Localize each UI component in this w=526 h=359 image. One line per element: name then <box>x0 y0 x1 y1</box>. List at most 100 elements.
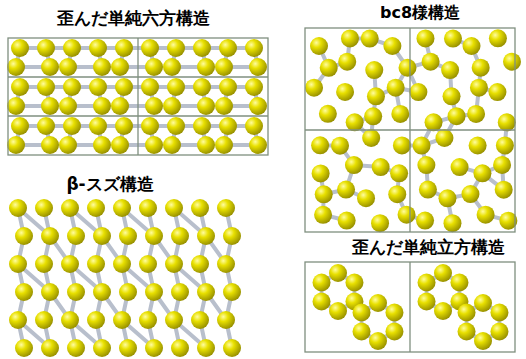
atom <box>115 78 133 96</box>
atom <box>443 87 461 105</box>
atom <box>61 255 79 273</box>
atom <box>249 136 267 154</box>
atom <box>320 59 338 77</box>
atom <box>489 29 507 47</box>
atom <box>215 58 233 76</box>
atom <box>119 283 137 301</box>
beta-tin-panel <box>9 199 241 357</box>
atom <box>312 164 330 182</box>
atom <box>338 53 356 71</box>
atom <box>61 311 79 329</box>
atom <box>346 113 364 131</box>
atom <box>341 29 359 47</box>
atom <box>93 136 111 154</box>
atom <box>387 79 405 97</box>
atom <box>87 255 105 273</box>
atom <box>139 199 157 217</box>
atom <box>314 206 332 224</box>
atom <box>35 199 53 217</box>
atom <box>113 199 131 217</box>
atom <box>338 212 356 230</box>
atom <box>93 339 111 357</box>
cell-line <box>137 38 138 155</box>
atom <box>11 117 29 135</box>
atom <box>477 206 495 224</box>
atom <box>113 255 131 273</box>
atom <box>9 255 27 273</box>
atom <box>197 58 215 76</box>
atom <box>474 294 492 312</box>
hexagonal-panel <box>7 38 268 155</box>
atom <box>372 158 390 176</box>
atom <box>119 227 137 245</box>
atom <box>217 199 235 217</box>
atom <box>441 61 459 79</box>
cell-line <box>409 262 410 352</box>
atom <box>111 97 129 115</box>
atom <box>364 107 382 125</box>
atom <box>87 199 105 217</box>
atom <box>451 158 469 176</box>
atom <box>409 83 427 101</box>
atom <box>59 58 77 76</box>
atom <box>305 79 323 97</box>
atom <box>490 304 508 322</box>
atom <box>418 293 436 311</box>
unit-cell <box>305 28 515 232</box>
atom <box>191 311 209 329</box>
atom <box>245 117 263 135</box>
atom <box>425 113 443 131</box>
atom <box>490 323 508 341</box>
atom <box>383 37 401 55</box>
atom <box>11 39 29 57</box>
atom <box>435 129 453 147</box>
atom <box>9 311 27 329</box>
atom <box>197 283 215 301</box>
atom <box>385 304 403 322</box>
atom <box>419 181 437 199</box>
atom <box>223 227 241 245</box>
atom <box>89 117 107 135</box>
atom <box>93 58 111 76</box>
atom <box>67 227 85 245</box>
atom <box>458 323 476 341</box>
atom <box>145 227 163 245</box>
atom <box>434 302 452 320</box>
atom <box>15 339 33 357</box>
atom <box>219 117 237 135</box>
atom <box>197 227 215 245</box>
atom <box>93 97 111 115</box>
atom <box>217 255 235 273</box>
atom <box>495 181 513 199</box>
atom <box>59 136 77 154</box>
atom <box>171 283 189 301</box>
atom <box>37 39 55 57</box>
atom <box>93 283 111 301</box>
atom <box>422 53 440 71</box>
atom <box>331 137 349 155</box>
atom <box>311 136 329 154</box>
atom <box>167 39 185 57</box>
atom <box>15 283 33 301</box>
atom <box>167 78 185 96</box>
atom <box>217 311 235 329</box>
atom <box>165 311 183 329</box>
atom <box>434 264 452 282</box>
cell-line <box>8 76 268 77</box>
unit-cell <box>8 38 268 155</box>
atom <box>367 87 385 105</box>
atom <box>448 107 466 125</box>
atom <box>9 199 27 217</box>
atom <box>41 58 59 76</box>
atom <box>37 78 55 96</box>
structure-title: 歪んだ単純六方構造 <box>57 8 210 28</box>
atom <box>41 283 59 301</box>
atom <box>488 83 506 101</box>
atom <box>41 339 59 357</box>
atom <box>337 181 355 199</box>
atom <box>141 117 159 135</box>
atom <box>443 214 461 232</box>
atom <box>418 274 436 292</box>
atom <box>167 117 185 135</box>
unit-cell <box>305 262 515 352</box>
